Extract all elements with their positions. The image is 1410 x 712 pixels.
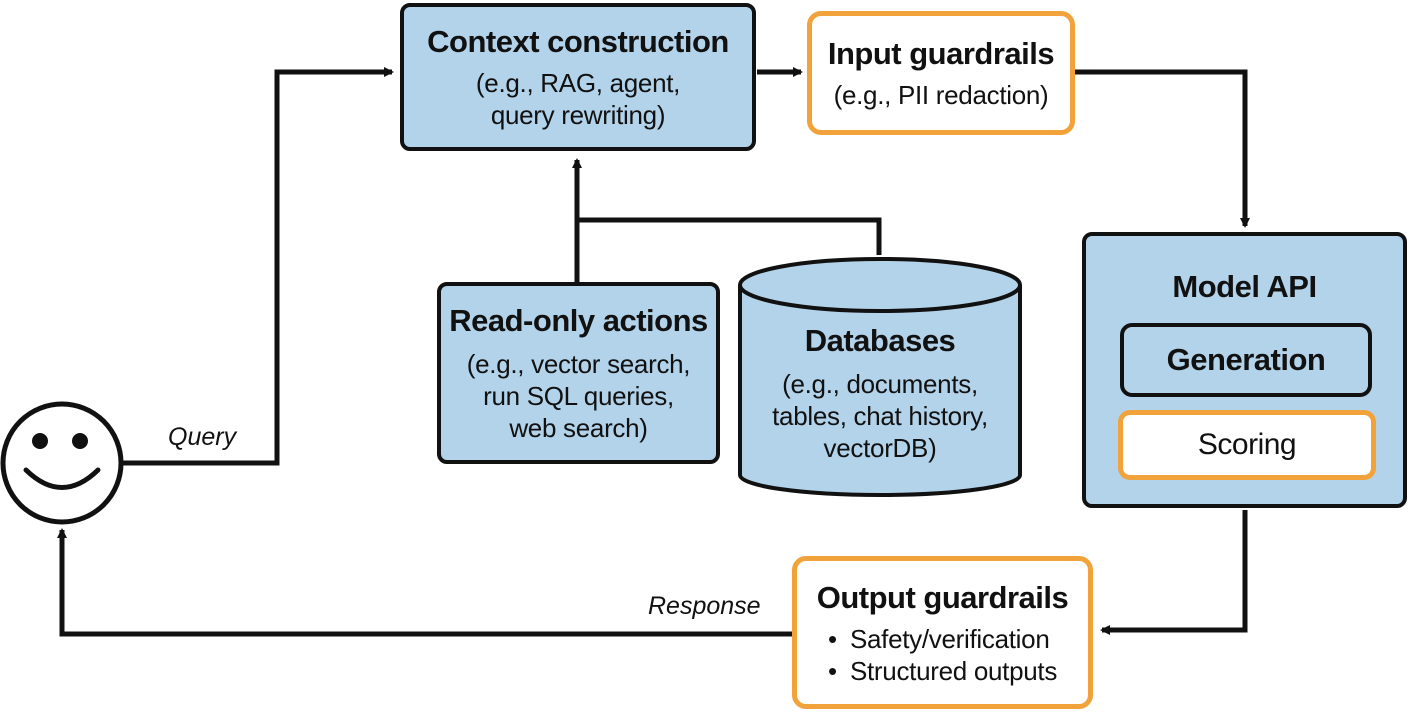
output-guardrails-bullet: Safety/verification (828, 623, 1057, 655)
scoring-box: Scoring (1118, 410, 1376, 480)
databases-subtitle: (e.g., documents, tables, chat history, … (772, 369, 988, 463)
databases-cylinder-icon (738, 257, 1022, 497)
input-guardrails-box: Input guardrails (e.g., PII redaction) (807, 11, 1075, 135)
context-construction-title: Context construction (427, 24, 729, 59)
read-only-actions-subtitle: (e.g., vector search, run SQL queries, w… (466, 349, 691, 443)
output-guardrails-box: Output guardrails Safety/verification St… (792, 556, 1093, 709)
model-api-to-output-guardrails-arrow (1100, 510, 1248, 635)
input-guardrails-to-model-api-arrow (1075, 69, 1250, 228)
input-guardrails-title: Input guardrails (827, 36, 1055, 71)
smiley-face-icon (0, 401, 124, 525)
databases-title: Databases (804, 323, 956, 358)
scoring-label: Scoring (1197, 428, 1297, 461)
read-only-actions-box: Read-only actions (e.g., vector search, … (437, 282, 720, 464)
output-guardrails-bullet: Structured outputs (828, 655, 1057, 687)
query-arrow (121, 67, 394, 466)
read-only-actions-title: Read-only actions (449, 303, 708, 338)
databases-connector (577, 217, 882, 255)
generation-label: Generation (1166, 342, 1326, 377)
input-guardrails-subtitle: (e.g., PII redaction) (833, 80, 1049, 110)
model-api-box: Model API Generation Scoring (1082, 232, 1407, 508)
response-arrow (57, 528, 792, 637)
context-construction-box: Context construction (e.g., RAG, agent, … (400, 3, 756, 151)
databases-label-group: Databases (e.g., documents, tables, chat… (740, 322, 1020, 464)
query-label: Query (168, 423, 237, 451)
generation-box: Generation (1120, 323, 1372, 397)
model-api-title: Model API (1172, 269, 1317, 304)
response-label: Response (648, 592, 761, 620)
context-construction-subtitle: (e.g., RAG, agent, query rewriting) (475, 68, 681, 130)
output-guardrails-title: Output guardrails (816, 579, 1069, 615)
output-guardrails-bullet-list: Safety/verification Structured outputs (828, 623, 1057, 687)
